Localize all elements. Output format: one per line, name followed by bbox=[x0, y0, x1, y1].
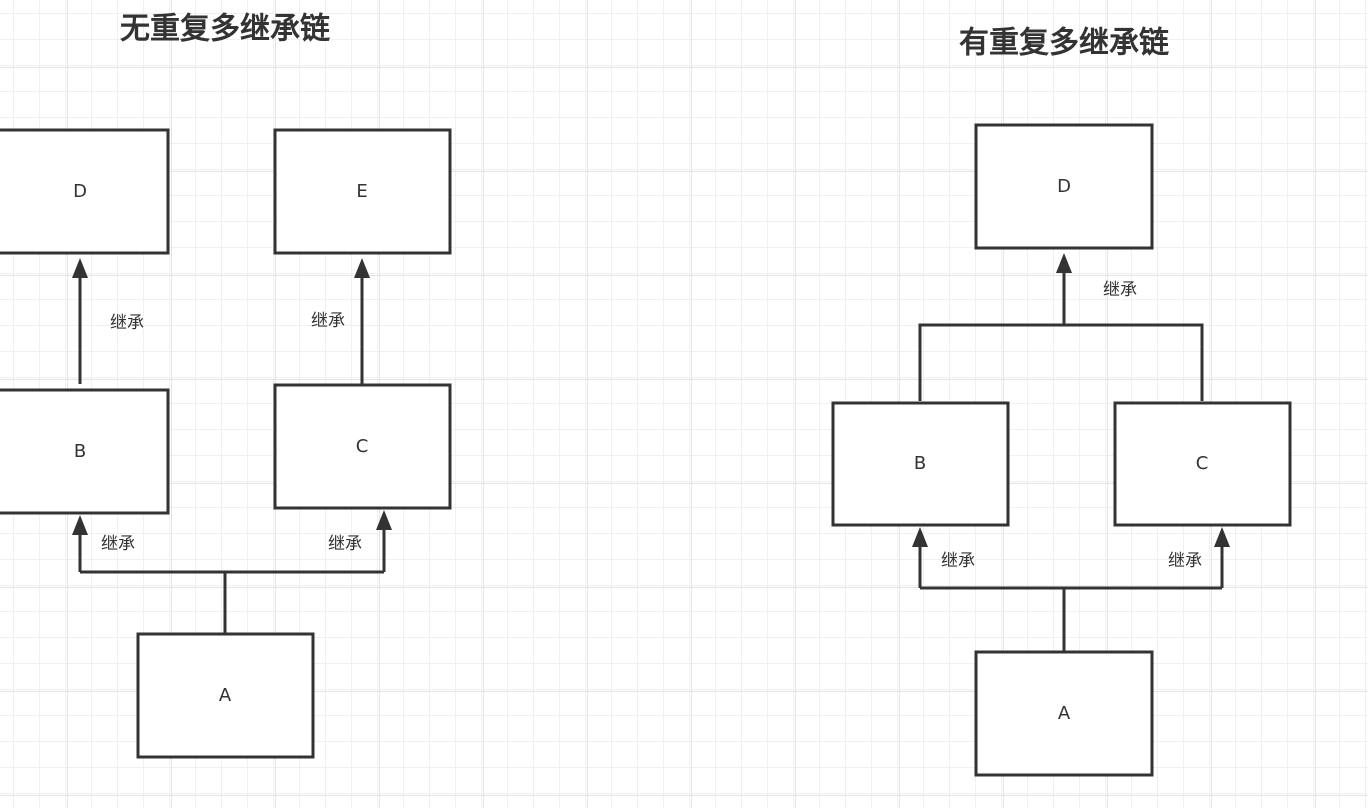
node-label: D bbox=[1057, 176, 1071, 197]
node-label: A bbox=[219, 685, 232, 706]
node-label: A bbox=[1058, 703, 1071, 724]
edge-label: 继承 bbox=[101, 534, 135, 554]
left-node-b[interactable]: B bbox=[0, 388, 170, 515]
right-node-a[interactable]: A bbox=[974, 650, 1154, 777]
edge-label: 继承 bbox=[311, 311, 345, 331]
right-node-c[interactable]: C bbox=[1113, 401, 1292, 527]
right-node-d[interactable]: D bbox=[974, 123, 1154, 250]
edge-label: 继承 bbox=[941, 551, 975, 571]
left-node-e[interactable]: E bbox=[273, 128, 452, 255]
node-label: B bbox=[74, 441, 86, 462]
right-node-b[interactable]: B bbox=[831, 401, 1010, 527]
left-node-a[interactable]: A bbox=[136, 632, 315, 759]
edge-label: 继承 bbox=[328, 534, 362, 554]
node-label: B bbox=[914, 453, 926, 474]
edge-label: 继承 bbox=[1103, 280, 1137, 300]
left-edge-b-d[interactable] bbox=[72, 258, 88, 384]
right-edge-bc-d[interactable] bbox=[918, 253, 1204, 401]
node-label: E bbox=[356, 181, 367, 202]
left-node-c[interactable]: C bbox=[273, 383, 452, 510]
node-label: D bbox=[73, 181, 87, 202]
left-edge-a-bc[interactable] bbox=[72, 510, 392, 634]
left-title: 无重复多继承链 bbox=[120, 12, 330, 47]
edge-label: 继承 bbox=[1168, 551, 1202, 571]
right-edge-a-bc[interactable] bbox=[912, 527, 1230, 652]
edge-label: 继承 bbox=[110, 313, 144, 333]
node-label: C bbox=[1196, 453, 1209, 474]
right-title: 有重复多继承链 bbox=[959, 26, 1169, 61]
left-node-d[interactable]: D bbox=[0, 128, 170, 255]
node-label: C bbox=[356, 436, 369, 457]
left-edge-c-e[interactable] bbox=[354, 258, 370, 384]
